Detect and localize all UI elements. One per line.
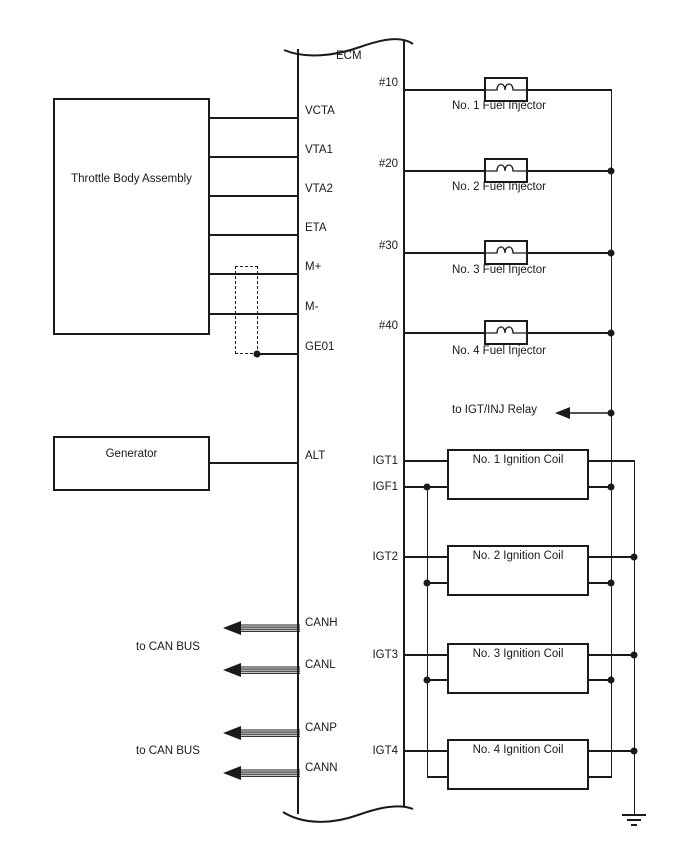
pin-cann: CANN	[305, 762, 338, 774]
ecm-label: ECM	[336, 50, 362, 62]
coil-2-box: No. 2 Ignition Coil	[447, 545, 589, 596]
can-arrow-left-icon	[223, 663, 300, 677]
pin-canl: CANL	[305, 659, 336, 671]
pin-canp: CANP	[305, 722, 337, 734]
junction	[607, 579, 615, 587]
wire-m-plus	[210, 273, 299, 275]
junction	[423, 579, 431, 587]
coil-3-label: No. 3 Ignition Coil	[472, 648, 564, 660]
junction	[607, 249, 615, 257]
wire-m-minus	[210, 313, 299, 315]
injector-4-label: No. 4 Fuel Injector	[452, 345, 546, 357]
throttle-body-box: Throttle Body Assembly	[53, 98, 210, 335]
junction	[607, 676, 615, 684]
can-bus-annotation-2: to CAN BUS	[136, 745, 200, 757]
pin-vta1: VTA1	[305, 144, 333, 156]
injector-2-box	[484, 158, 528, 183]
inductor-icon	[486, 326, 526, 334]
injector-3-box	[484, 240, 528, 265]
shield-dashed-box	[235, 266, 258, 354]
pin-ge01: GE01	[305, 341, 335, 353]
pin-igf1: IGF1	[372, 481, 398, 493]
wire-eta	[210, 234, 299, 236]
coil-ground-bus	[633, 460, 635, 815]
coil-3-box: No. 3 Ignition Coil	[447, 643, 589, 694]
can-arrow-left-icon	[223, 726, 300, 740]
ground-icon	[622, 814, 646, 826]
relay-annotation: to IGT/INJ Relay	[452, 404, 537, 416]
pin-vta2: VTA2	[305, 183, 333, 195]
ecm-top-break-line	[283, 38, 414, 57]
junction-shield-ge01	[253, 350, 261, 358]
pin-igt4: IGT4	[372, 745, 398, 757]
pin-igt1: IGT1	[372, 455, 398, 467]
pin-40: #40	[378, 320, 398, 332]
junction	[423, 483, 431, 491]
pin-10: #10	[378, 77, 398, 89]
throttle-body-label: Throttle Body Assembly	[71, 173, 192, 185]
inductor-icon	[486, 164, 526, 172]
junction	[423, 676, 431, 684]
wire-igf-coil3	[427, 679, 448, 681]
wire-igt1	[404, 460, 448, 462]
junction	[630, 651, 638, 659]
ecm-bottom-break-line	[282, 805, 414, 823]
inductor-icon	[486, 246, 526, 254]
pin-m-minus: M-	[305, 301, 319, 313]
can-bus-annotation-1: to CAN BUS	[136, 641, 200, 653]
wire-coil3-supply	[589, 654, 635, 656]
wire-igt3	[404, 654, 448, 656]
pin-20: #20	[378, 158, 398, 170]
coil-4-label: No. 4 Ignition Coil	[472, 744, 564, 756]
pin-igt2: IGT2	[372, 551, 398, 563]
can-arrow-left-icon	[223, 766, 300, 780]
junction	[630, 553, 638, 561]
wire-coil4-supply	[589, 750, 635, 752]
wire-coil2-supply	[589, 556, 635, 558]
pin-eta: ETA	[305, 222, 327, 234]
wire-coil1-return	[589, 486, 611, 488]
coil-1-label: No. 1 Ignition Coil	[472, 454, 564, 466]
can-arrow-left-icon	[223, 621, 300, 635]
injector-1-box	[484, 77, 528, 102]
junction	[607, 167, 615, 175]
wire-coil1-supply	[589, 460, 635, 462]
igf-bus	[426, 487, 428, 778]
coil-4-box: No. 4 Ignition Coil	[447, 739, 589, 790]
junction	[607, 329, 615, 337]
generator-box: Generator	[53, 436, 210, 491]
wire-coil4-return	[589, 776, 611, 778]
coil-2-label: No. 2 Ignition Coil	[472, 550, 564, 562]
ecm-left-edge	[297, 49, 299, 814]
wire-igt4	[404, 750, 448, 752]
junction	[630, 747, 638, 755]
pin-30: #30	[378, 240, 398, 252]
pin-alt: ALT	[305, 450, 326, 462]
wire-alt	[210, 462, 299, 464]
coil-1-box: No. 1 Ignition Coil	[447, 449, 589, 500]
generator-label: Generator	[105, 448, 158, 460]
pin-igt3: IGT3	[372, 649, 398, 661]
pin-vcta: VCTA	[305, 105, 335, 117]
pin-m-plus: M+	[305, 261, 322, 273]
injector-3-label: No. 3 Fuel Injector	[452, 264, 546, 276]
inductor-icon	[486, 83, 526, 91]
wire-vta1	[210, 156, 299, 158]
pin-canh: CANH	[305, 617, 338, 629]
injector-2-label: No. 2 Fuel Injector	[452, 181, 546, 193]
injector-4-box	[484, 320, 528, 345]
wire-vta2	[210, 195, 299, 197]
wire-igf-coil2	[427, 582, 448, 584]
wire-coil2-return	[589, 582, 611, 584]
injector-1-label: No. 1 Fuel Injector	[452, 100, 546, 112]
wire-igt2	[404, 556, 448, 558]
wire-ge01	[257, 353, 299, 355]
wire-coil3-return	[589, 679, 611, 681]
wire-vcta	[210, 117, 299, 119]
ecm-right-edge	[403, 40, 405, 806]
relay-arrow-left-icon	[555, 407, 612, 419]
injector-power-bus	[610, 89, 612, 778]
junction	[607, 483, 615, 491]
wire-igf-coil4	[427, 776, 448, 778]
